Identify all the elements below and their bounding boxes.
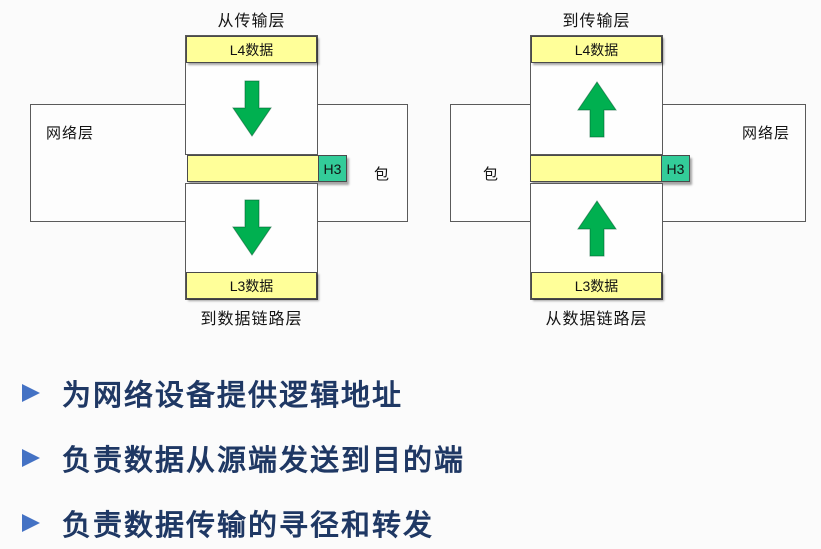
up-arrow-icon bbox=[576, 200, 617, 257]
left-layer-label: 网络层 bbox=[46, 125, 95, 142]
right-lower-box: L3数据 bbox=[530, 183, 663, 300]
arrowhead-bullet-icon bbox=[22, 384, 40, 402]
left-l4-data-label: L4数据 bbox=[229, 41, 274, 58]
right-l4-data-box: L4数据 bbox=[531, 36, 662, 63]
arrowhead-bullet-icon bbox=[22, 449, 40, 467]
bullet-list: 为网络设备提供逻辑地址 负责数据从源端发送到目的端 负责数据传输的寻径和转发 bbox=[14, 372, 804, 544]
left-h3-header-box: H3 bbox=[318, 155, 347, 182]
right-packet-label: 包 bbox=[483, 166, 500, 183]
right-l3-data-box: L3数据 bbox=[531, 272, 662, 299]
bullet-text: 负责数据传输的寻径和转发 bbox=[62, 510, 435, 542]
left-packet-label: 包 bbox=[373, 166, 390, 183]
bullet-item: 为网络设备提供逻辑地址 bbox=[14, 372, 804, 414]
left-lower-arrow-area bbox=[186, 184, 317, 272]
left-packet-bar: H3 bbox=[187, 155, 347, 182]
left-l4-data-box: L4数据 bbox=[186, 36, 317, 63]
left-l3-data-label: L3数据 bbox=[229, 277, 274, 294]
right-packet-bar: H3 bbox=[530, 155, 690, 182]
arrowhead-bullet-icon bbox=[22, 514, 40, 532]
down-arrow-icon bbox=[231, 199, 272, 256]
bullet-text: 负责数据从源端发送到目的端 bbox=[62, 445, 466, 477]
right-upper-arrow-area bbox=[531, 63, 662, 154]
right-top-label: 到传输层 bbox=[562, 13, 631, 30]
bullet-item: 负责数据传输的寻径和转发 bbox=[14, 502, 804, 544]
down-arrow-icon bbox=[231, 80, 272, 137]
left-upper-arrow-area bbox=[186, 63, 317, 154]
up-arrow-icon bbox=[576, 80, 617, 137]
right-h3-label: H3 bbox=[666, 160, 685, 177]
left-upper-box: L4数据 bbox=[185, 35, 318, 155]
left-top-label: 从传输层 bbox=[217, 13, 286, 30]
right-upper-box: L4数据 bbox=[530, 35, 663, 155]
left-h3-label: H3 bbox=[323, 160, 342, 177]
bullet-item: 负责数据从源端发送到目的端 bbox=[14, 437, 804, 479]
right-h3-header-box: H3 bbox=[661, 155, 690, 182]
bullet-text: 为网络设备提供逻辑地址 bbox=[62, 380, 404, 412]
left-l3-data-box: L3数据 bbox=[186, 272, 317, 299]
right-l3-data-label: L3数据 bbox=[574, 277, 619, 294]
right-l4-data-label: L4数据 bbox=[574, 41, 619, 58]
left-lower-box: L3数据 bbox=[185, 183, 318, 300]
right-lower-arrow-area bbox=[531, 184, 662, 272]
right-layer-label: 网络层 bbox=[741, 125, 790, 142]
right-bottom-label: 从数据链路层 bbox=[545, 311, 648, 328]
left-bottom-label: 到数据链路层 bbox=[200, 311, 303, 328]
